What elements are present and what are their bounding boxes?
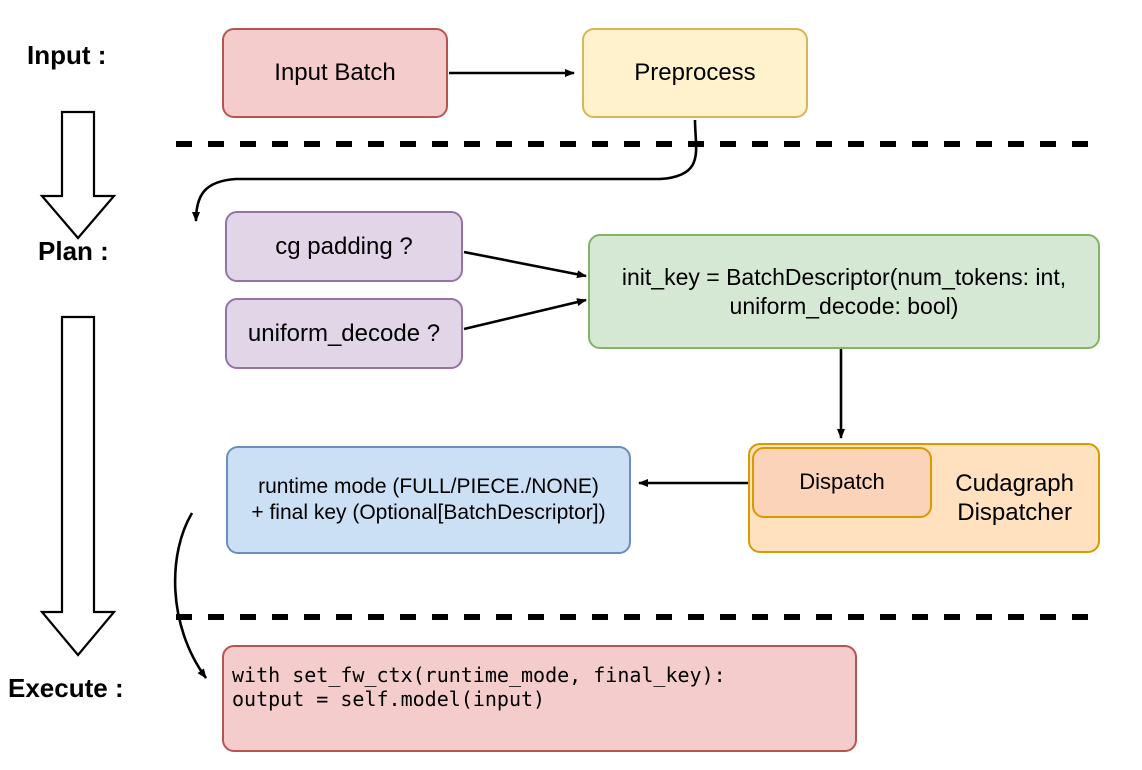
node-cudagraph-dispatcher-label: Cudagraph Dispatcher bbox=[955, 469, 1074, 526]
node-execute-code-label: with set_fw_ctx(runtime_mode, final_key)… bbox=[232, 663, 726, 712]
node-input-batch-label: Input Batch bbox=[274, 59, 396, 87]
stage-label-execute: Execute : bbox=[8, 673, 124, 703]
stage-label-input: Input : bbox=[27, 40, 107, 70]
edge-uniform-decode-to-init-key bbox=[463, 298, 587, 331]
edge-preprocess-to-cg-padding bbox=[192, 119, 698, 222]
node-dispatch[interactable]: Dispatch bbox=[752, 447, 932, 518]
node-dispatch-label: Dispatch bbox=[799, 469, 885, 495]
node-init-key-label: init_key = BatchDescriptor(num_tokens: i… bbox=[621, 264, 1067, 319]
node-execute-code[interactable]: with set_fw_ctx(runtime_mode, final_key)… bbox=[222, 645, 857, 752]
node-input-batch[interactable]: Input Batch bbox=[222, 28, 448, 118]
node-cg-padding[interactable]: cg padding ? bbox=[225, 211, 463, 282]
input-to-plan-arrow bbox=[39, 110, 117, 240]
plan-to-execute-arrow bbox=[39, 315, 117, 657]
node-uniform-decode[interactable]: uniform_decode ? bbox=[225, 298, 463, 369]
edge-cg-padding-to-init-key bbox=[463, 250, 587, 279]
node-runtime-mode-label: runtime mode (FULL/PIECE./NONE) + final … bbox=[251, 475, 606, 524]
node-runtime-mode[interactable]: runtime mode (FULL/PIECE./NONE) + final … bbox=[226, 446, 631, 554]
edge-runtime-mode-to-execute-code bbox=[173, 512, 208, 679]
node-uniform-decode-label: uniform_decode ? bbox=[247, 319, 441, 347]
node-preprocess-label: Preprocess bbox=[634, 59, 756, 87]
node-cg-padding-label: cg padding ? bbox=[275, 232, 413, 260]
node-preprocess[interactable]: Preprocess bbox=[582, 28, 808, 118]
stage-label-plan: Plan : bbox=[38, 236, 109, 266]
node-init-key[interactable]: init_key = BatchDescriptor(num_tokens: i… bbox=[588, 234, 1100, 349]
